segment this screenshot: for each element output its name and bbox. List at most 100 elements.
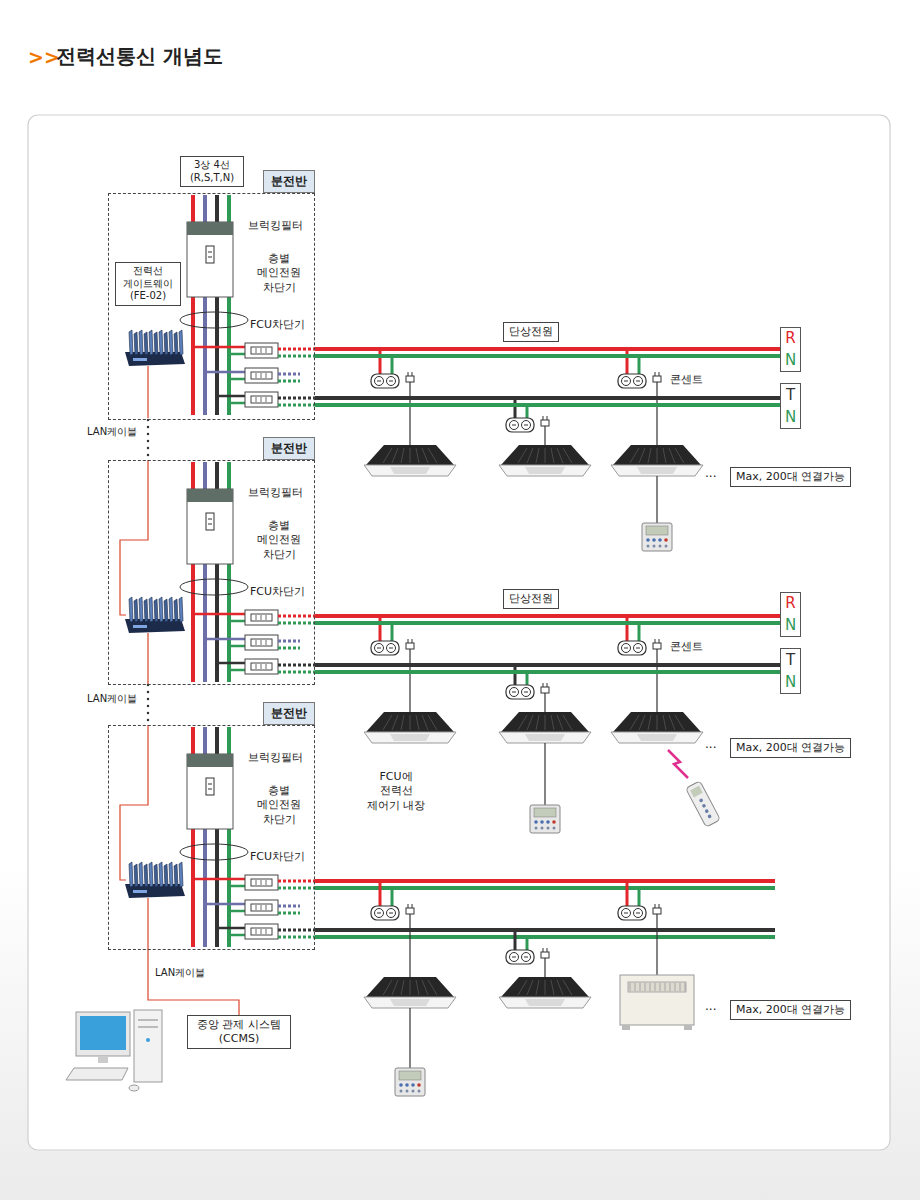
unit-rib xyxy=(563,448,572,463)
ir-remote xyxy=(686,781,721,827)
handle-tick xyxy=(261,640,262,645)
plug-prong xyxy=(543,683,544,687)
part-label: 콘센트 xyxy=(670,373,703,387)
breaker-output xyxy=(278,905,300,908)
gateway-fin xyxy=(159,597,163,622)
gateway-fin xyxy=(144,599,148,622)
unit-rib xyxy=(392,448,398,463)
drive-bay xyxy=(138,1019,158,1021)
power-cord xyxy=(656,649,657,712)
grille-slot xyxy=(655,983,656,991)
plug-body xyxy=(653,908,661,914)
wall-controller xyxy=(642,523,672,551)
unit-body xyxy=(366,445,454,465)
remote-screen xyxy=(690,786,703,798)
unit-body xyxy=(501,445,589,465)
breaker-output xyxy=(278,912,300,915)
outlet-drop xyxy=(514,930,517,950)
gateway-fin xyxy=(174,864,178,887)
unit-rib xyxy=(630,715,639,730)
handle-tick xyxy=(256,664,257,669)
plug-body xyxy=(541,952,549,958)
box-text: 전력선 게이트웨이 (FE-02) xyxy=(121,265,175,303)
controller-button xyxy=(659,545,662,548)
unit-rib xyxy=(401,980,404,995)
gateway-fin xyxy=(144,864,148,887)
breaker-output xyxy=(278,664,315,667)
handle-tick xyxy=(256,615,257,620)
plug-body xyxy=(406,376,414,382)
controller-button xyxy=(405,1083,409,1087)
outlet-body xyxy=(618,906,646,920)
controller-cable xyxy=(409,1008,410,1068)
controller-button xyxy=(547,827,550,830)
breaker-handle xyxy=(251,639,272,646)
gateway-fin xyxy=(149,862,153,887)
outlet-pin xyxy=(636,648,640,649)
unit-rib xyxy=(422,715,428,730)
unit-rib xyxy=(669,715,675,730)
outlet-drop xyxy=(626,616,629,641)
controller-button xyxy=(647,545,650,548)
pc-tower xyxy=(134,1010,162,1082)
phase-letter: R xyxy=(785,331,795,346)
outlet-socket xyxy=(634,644,643,653)
gateway-fin xyxy=(134,864,138,887)
outlet-socket xyxy=(622,377,631,386)
breaker-output xyxy=(278,348,315,351)
controller-button xyxy=(411,1083,415,1087)
plug-prong xyxy=(412,639,413,643)
wall-controller xyxy=(530,805,560,833)
part-label: 층별 메인전원 차단기 xyxy=(252,784,306,827)
handle-tick xyxy=(256,929,257,934)
filter-body xyxy=(187,489,233,564)
unit-rib xyxy=(675,715,684,730)
panel-illustration xyxy=(120,460,720,833)
part-label: 층별 메인전원 차단기 xyxy=(252,519,306,562)
outlet-pin xyxy=(377,913,381,914)
breaker-feed xyxy=(193,613,245,616)
controller-button xyxy=(540,820,544,824)
breaker-output xyxy=(278,880,315,883)
unit-panel xyxy=(364,465,456,476)
part-label: 층별 메인전원 차단기 xyxy=(252,252,306,295)
lan-cable xyxy=(147,420,150,460)
unit-panel xyxy=(364,732,456,743)
unit-rib xyxy=(536,980,539,995)
breaker-output xyxy=(278,936,315,939)
unit-rib xyxy=(428,448,437,463)
controller-button xyxy=(412,1090,415,1093)
unit-rib xyxy=(422,448,428,463)
gateway-fin xyxy=(179,330,183,355)
outlet-drop xyxy=(638,356,641,374)
breaker-feed xyxy=(229,645,245,648)
label-box: Max, 200대 연결가능 xyxy=(730,738,851,758)
handle-tick xyxy=(266,880,267,885)
outlet-pin xyxy=(636,381,640,382)
panel-heading: 분전반 xyxy=(263,170,315,193)
handle-tick xyxy=(261,615,262,620)
controller-screen xyxy=(534,808,556,817)
breaker-handle xyxy=(251,879,272,886)
controller-button xyxy=(646,538,650,542)
handle-tick xyxy=(266,905,267,910)
handle-tick xyxy=(266,664,267,669)
phase-letter: N xyxy=(785,353,796,368)
bus-bar xyxy=(215,727,219,754)
outlet-pin xyxy=(624,913,628,914)
handle-tick xyxy=(266,929,267,934)
unit-rib xyxy=(639,448,645,463)
unit-rib xyxy=(657,448,658,463)
plug-prong xyxy=(659,639,660,643)
outlet-pin xyxy=(389,381,393,382)
bus-bar xyxy=(227,195,231,222)
mouse xyxy=(129,1085,139,1091)
power-wire xyxy=(315,663,780,667)
bus-bar xyxy=(191,829,195,947)
unit-body xyxy=(613,712,701,732)
grille-slot xyxy=(645,983,646,991)
outlet-socket xyxy=(522,421,531,430)
bus-bar xyxy=(215,462,219,489)
outlet-symbol xyxy=(618,372,661,388)
breaker-handle xyxy=(251,396,272,403)
